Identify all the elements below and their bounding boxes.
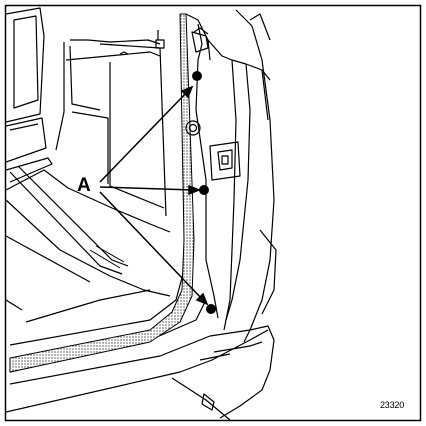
upper-clip [191,31,209,53]
tailgate-sill [6,269,269,420]
fastener-middle [199,185,209,195]
door-seal [9,13,195,373]
leader-to-middle [99,186,195,191]
seat-outline [6,7,167,217]
callout-label-a: A [77,175,91,196]
grommet [185,120,201,136]
rear-pillar [185,9,277,343]
figure-number: 23320 [380,400,405,410]
figure-border [4,4,422,422]
leader-to-upper [99,90,189,183]
cargo-floor [6,165,171,323]
fastener-lower [206,304,216,314]
fastener-upper [192,71,202,81]
rear-bumper [201,325,275,419]
callout-leaders [99,85,209,306]
fastener-points [192,71,216,314]
leader-to-lower [99,191,204,301]
latch-bracket [209,141,241,181]
